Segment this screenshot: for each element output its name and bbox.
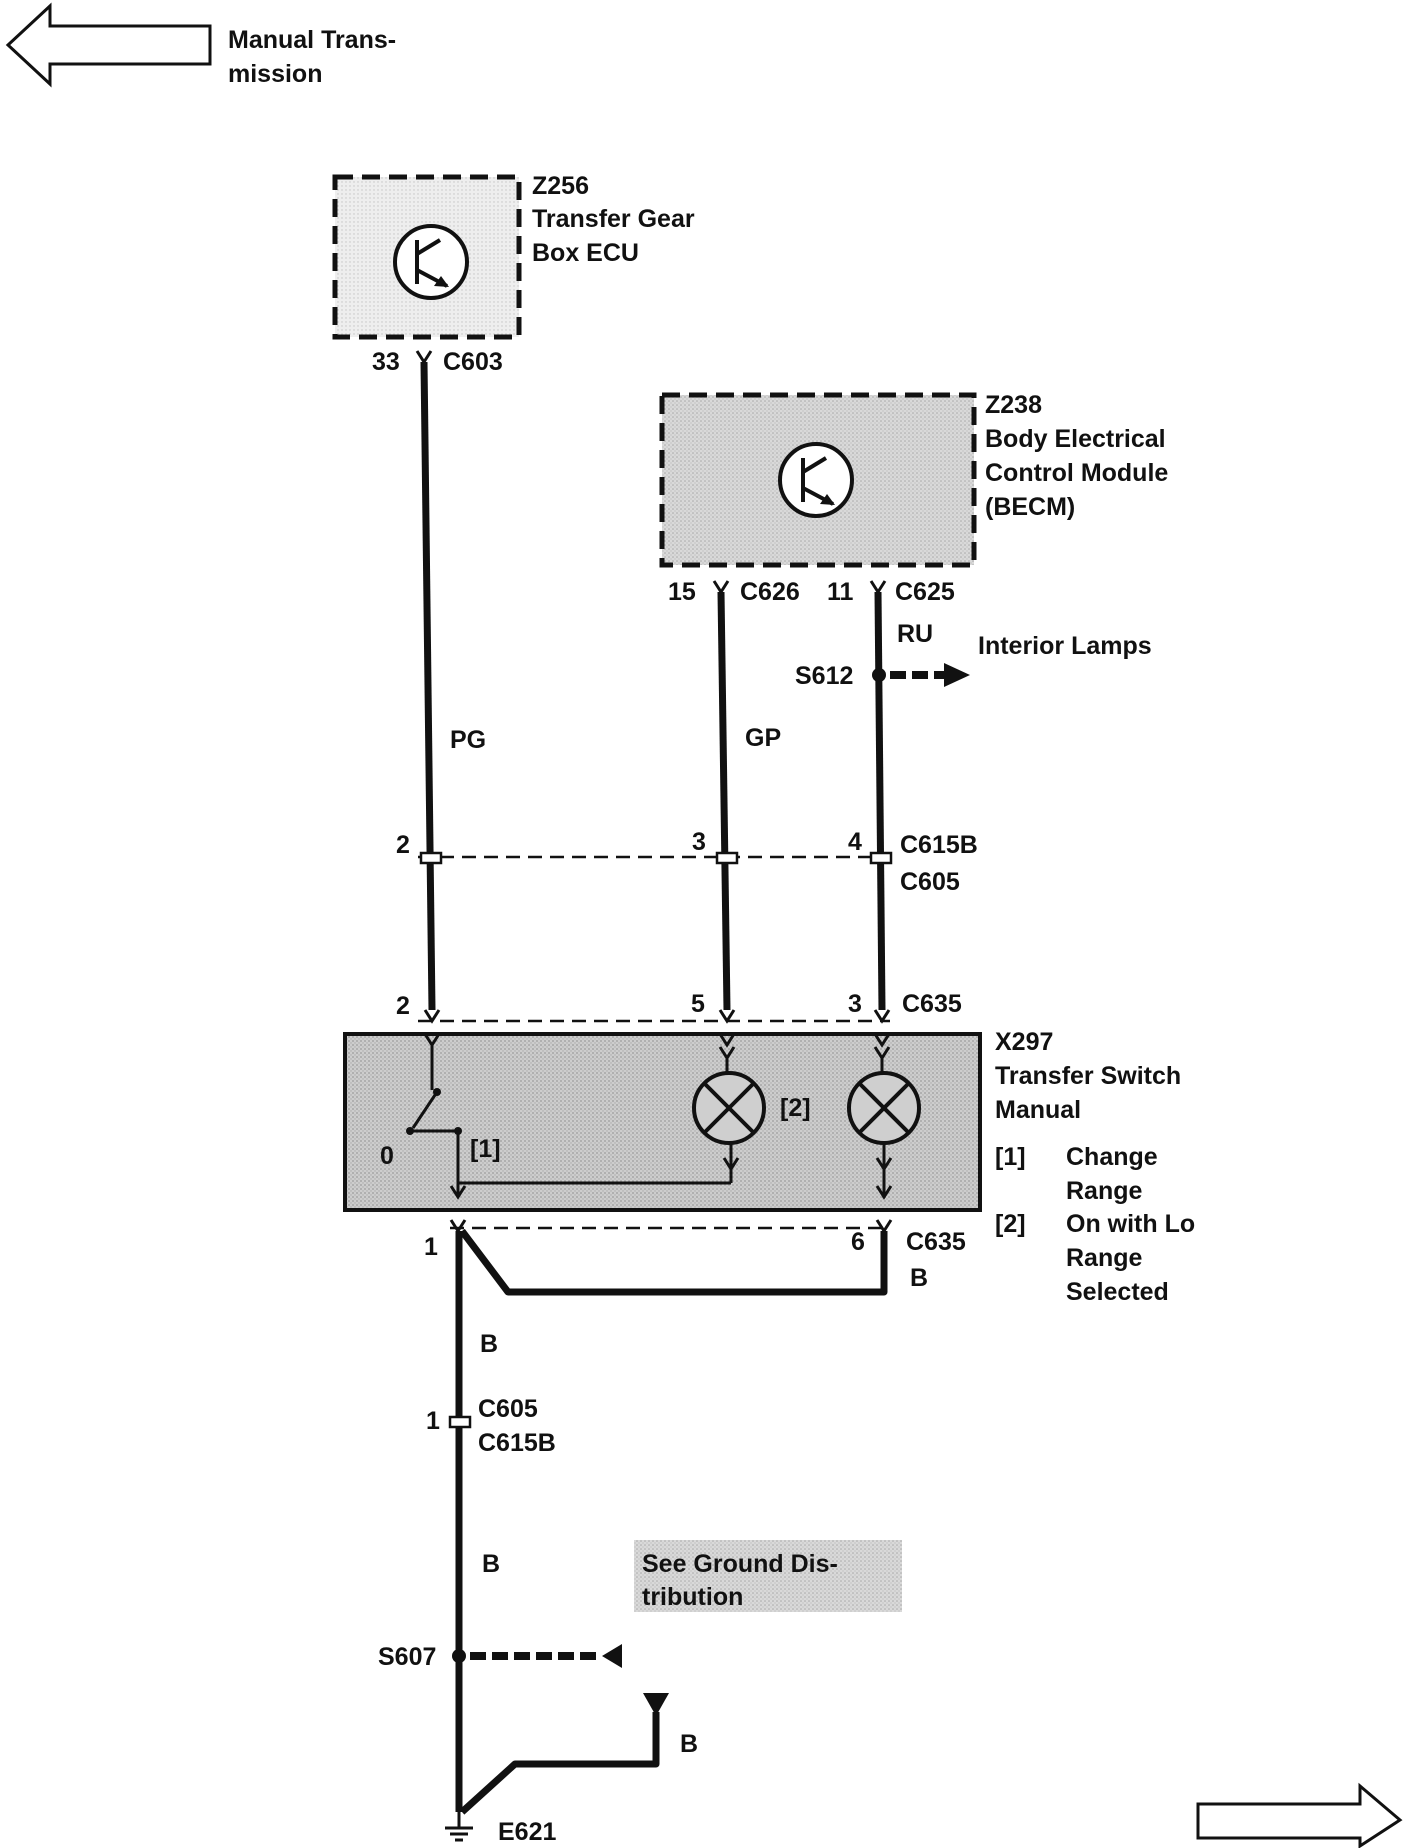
x297-id: X297 xyxy=(995,1028,1053,1056)
note-tag: [2] xyxy=(995,1210,1026,1238)
switch-icon xyxy=(406,1033,731,1200)
z256-name: Transfer Gear xyxy=(532,205,695,233)
pin-label: 33 xyxy=(372,348,400,376)
next-page-arrow[interactable] xyxy=(1196,1782,1403,1848)
pin-label: 4 xyxy=(848,828,862,856)
arrow-right-icon xyxy=(944,663,970,687)
prev-page-label: mission xyxy=(228,60,322,88)
splice-label: S612 xyxy=(795,662,853,690)
reference-note-box[interactable] xyxy=(634,1540,902,1612)
connector-label: C603 xyxy=(443,348,503,376)
z238-id: Z238 xyxy=(985,391,1042,419)
note-text: On with Lo xyxy=(1066,1210,1195,1238)
wire-color-label: PG xyxy=(450,726,486,754)
connector-label: C626 xyxy=(740,578,800,606)
connector-label: C635 xyxy=(902,990,962,1018)
inline-connector-mark xyxy=(419,851,893,865)
note-text: Change xyxy=(1066,1143,1158,1171)
splice-dot xyxy=(872,668,886,682)
z256-id: Z256 xyxy=(532,172,589,200)
wire-color-label: B xyxy=(680,1730,698,1758)
lamp-icon xyxy=(692,1033,766,1183)
wire-b-ground xyxy=(459,1712,660,1815)
wire-color-label: B xyxy=(480,1330,498,1358)
wire-color-label: RU xyxy=(897,620,933,648)
module-x297 xyxy=(343,1032,982,1212)
ground-label: E621 xyxy=(498,1818,556,1846)
pin-label: 11 xyxy=(827,578,854,606)
switch-position-label: 0 xyxy=(380,1142,394,1170)
wire-ru xyxy=(874,591,886,1011)
ground-icon xyxy=(445,1812,473,1842)
z238-name: (BECM) xyxy=(985,493,1075,521)
transistor-icon xyxy=(393,224,469,300)
lamp-icon xyxy=(847,1033,921,1200)
arrow-left-icon xyxy=(602,1644,622,1668)
pin-label: 3 xyxy=(848,990,862,1018)
reference-note-text: See Ground Dis- xyxy=(642,1550,838,1578)
pin-label: 15 xyxy=(668,578,696,606)
prev-page-arrow[interactable] xyxy=(5,2,212,88)
connector-label: C605 xyxy=(478,1395,538,1423)
note-text: Range xyxy=(1066,1244,1143,1272)
z238-name: Body Electrical xyxy=(985,425,1166,453)
connector-arrow-icon xyxy=(643,1693,669,1716)
module-z256 xyxy=(332,174,522,340)
connector-mark xyxy=(449,1219,893,1234)
wire-color-label: GP xyxy=(745,724,781,752)
wire-b-loop xyxy=(459,1228,888,1296)
pin-label: 1 xyxy=(424,1233,438,1261)
connector-mark xyxy=(423,1009,891,1024)
pin-label: 6 xyxy=(851,1228,865,1256)
pin-label: 3 xyxy=(692,828,706,856)
switch-tag: [1] xyxy=(470,1135,501,1163)
connector-label: C615B xyxy=(900,831,978,859)
x297-name: Manual xyxy=(995,1096,1081,1124)
pin-label: 2 xyxy=(396,831,410,859)
connector-label: C605 xyxy=(900,868,960,896)
splice-destination: Interior Lamps xyxy=(978,632,1152,660)
note-text: Selected xyxy=(1066,1278,1169,1306)
prev-page-label: Manual Trans- xyxy=(228,26,396,54)
connector-label: C625 xyxy=(895,578,955,606)
connector-label: C635 xyxy=(906,1228,966,1256)
transistor-icon xyxy=(778,442,854,518)
z256-name: Box ECU xyxy=(532,239,639,267)
wire-color-label: B xyxy=(910,1264,928,1292)
reference-note-text: tribution xyxy=(642,1583,743,1611)
note-text: Range xyxy=(1066,1177,1143,1205)
inline-connector-mark xyxy=(448,1415,472,1429)
pin-label: 2 xyxy=(396,992,410,1020)
splice-dot xyxy=(452,1649,466,1663)
pin-label: 1 xyxy=(426,1407,440,1435)
z238-name: Control Module xyxy=(985,459,1168,487)
splice-label: S607 xyxy=(378,1643,436,1671)
note-tag: [1] xyxy=(995,1143,1026,1171)
pin-label: 5 xyxy=(691,990,705,1018)
connector-label: C615B xyxy=(478,1429,556,1457)
module-z238 xyxy=(659,392,977,568)
lamp-tag: [2] xyxy=(780,1094,811,1122)
wire-pg xyxy=(420,361,436,1011)
x297-name: Transfer Switch xyxy=(995,1062,1181,1090)
wire-color-label: B xyxy=(482,1550,500,1578)
wire-gp xyxy=(717,591,731,1011)
